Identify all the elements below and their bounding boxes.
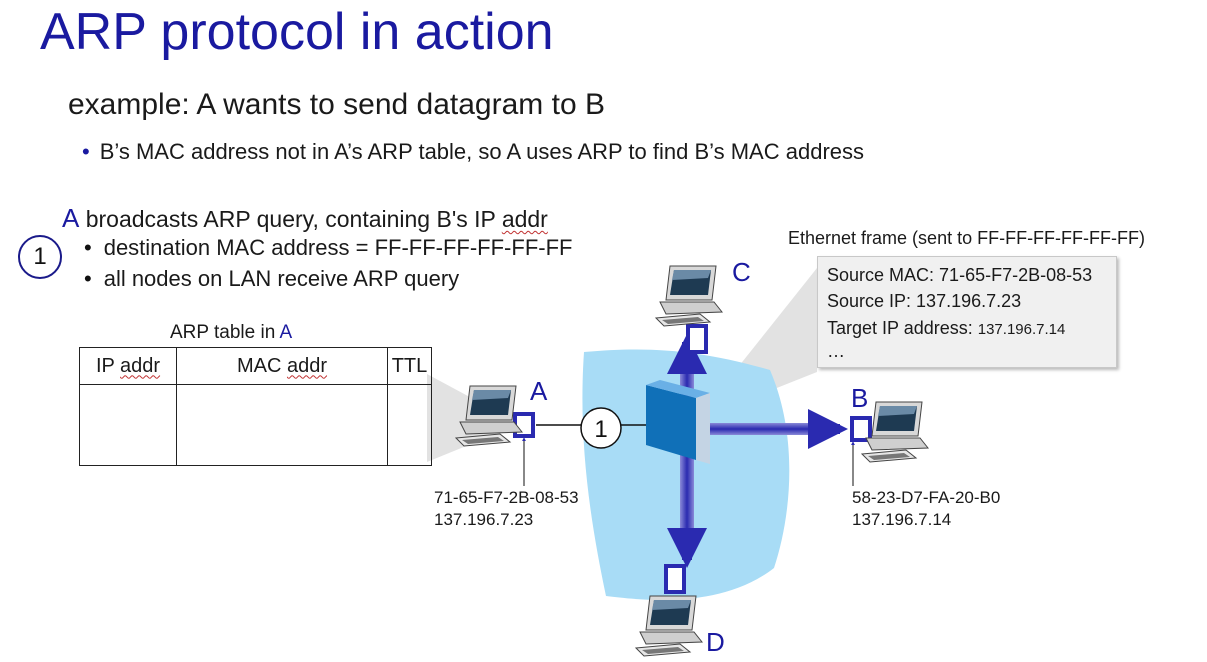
node-b-ip: 137.196.7.14 <box>852 510 952 529</box>
link-to-b <box>708 423 828 435</box>
step-bullet: • destination MAC address = FF-FF-FF-FF-F… <box>84 235 572 261</box>
nic-a <box>513 412 535 438</box>
node-b-mac: 58-23-D7-FA-20-B0 <box>852 488 1001 507</box>
col-ip-addr: IP addr <box>79 347 177 385</box>
node-label-b: B <box>851 383 869 413</box>
frame-target-ip-value: 137.196.7.14 <box>977 321 1066 338</box>
step-bullet-text: destination MAC address = FF-FF-FF-FF-FF… <box>103 235 573 260</box>
step-number-badge: 1 <box>18 235 62 279</box>
node-label-a: A <box>530 376 548 406</box>
intro-bullet: • B’s MAC address not in A’s ARP table, s… <box>82 139 864 165</box>
step-heading-addr: addr <box>501 206 548 232</box>
node-label-d: D <box>706 627 725 657</box>
arp-cell-ttl <box>387 384 432 466</box>
frame-source-mac-value: 71-65-F7-2B-08-53 <box>939 265 1093 285</box>
node-label-c: C <box>732 257 751 287</box>
frame-target-ip-label: Target IP address: <box>827 318 978 338</box>
frame-source-mac-label: Source MAC: <box>827 265 940 285</box>
page-title: ARP protocol in action <box>40 3 554 61</box>
link-step-number: 1 <box>594 416 607 443</box>
frame-target-ip: Target IP address: 137.196.7.14 <box>827 318 1065 339</box>
col-ttl: TTL <box>387 347 432 385</box>
nic-b <box>850 416 872 442</box>
col-mac-addr-text: addr <box>286 354 328 377</box>
frame-source-ip-label: Source IP: <box>827 291 917 311</box>
bullet-dot-icon: • <box>84 235 92 260</box>
nic-c <box>686 324 708 354</box>
ethernet-frame-caption: Ethernet frame (sent to FF-FF-FF-FF-FF-F… <box>788 228 1145 248</box>
arp-table-caption: ARP table in A <box>170 322 292 344</box>
col-ip-addr-text: addr <box>120 354 161 377</box>
frame-ellipsis: … <box>827 341 845 361</box>
nic-d <box>664 564 686 594</box>
node-a-addresses: 71-65-F7-2B-08-53 137.196.7.23 <box>434 487 579 531</box>
arp-table-caption-text: ARP table in <box>170 322 280 343</box>
frame-source-ip: Source IP: 137.196.7.23 <box>827 291 1021 312</box>
step-heading-text: broadcasts ARP query, containing B's IP <box>79 206 502 232</box>
frame-source-mac: Source MAC: 71-65-F7-2B-08-53 <box>827 265 1092 286</box>
link-to-d <box>680 440 694 550</box>
arp-table-row <box>79 384 432 466</box>
arp-table-caption-node: A <box>279 322 293 343</box>
bullet-dot-icon: • <box>84 266 92 291</box>
subtitle: example: A wants to send datagram to B <box>68 88 605 121</box>
step-heading-node: A <box>62 203 80 233</box>
arp-table-header: IP addr MAC addr TTL <box>79 347 432 385</box>
node-b-addresses: 58-23-D7-FA-20-B0 137.196.7.14 <box>852 487 1000 531</box>
col-ip-text: IP <box>95 354 121 377</box>
step-heading: A broadcasts ARP query, containing B's I… <box>62 203 548 234</box>
node-a-ip: 137.196.7.23 <box>434 510 534 529</box>
step-bullet-text: all nodes on LAN receive ARP query <box>103 266 460 291</box>
intro-bullet-text: B’s MAC address not in A’s ARP table, so… <box>99 139 864 164</box>
bullet-dot-icon: • <box>82 139 90 164</box>
ethernet-frame-box: Source MAC: 71-65-F7-2B-08-53 Source IP:… <box>817 256 1117 368</box>
col-mac-addr: MAC addr <box>176 347 388 385</box>
computer-d-icon <box>635 595 703 657</box>
step-bullet: • all nodes on LAN receive ARP query <box>84 266 459 292</box>
frame-source-ip-value: 137.196.7.23 <box>916 291 1022 311</box>
node-a-mac: 71-65-F7-2B-08-53 <box>434 488 579 507</box>
arp-cell-ip <box>79 384 177 466</box>
switch-icon <box>646 380 710 464</box>
computer-c-icon <box>655 265 723 327</box>
col-mac-text: MAC <box>236 354 287 377</box>
arp-cell-mac <box>176 384 388 466</box>
arp-table: IP addr MAC addr TTL <box>79 347 432 466</box>
link-step-badge <box>580 407 622 449</box>
